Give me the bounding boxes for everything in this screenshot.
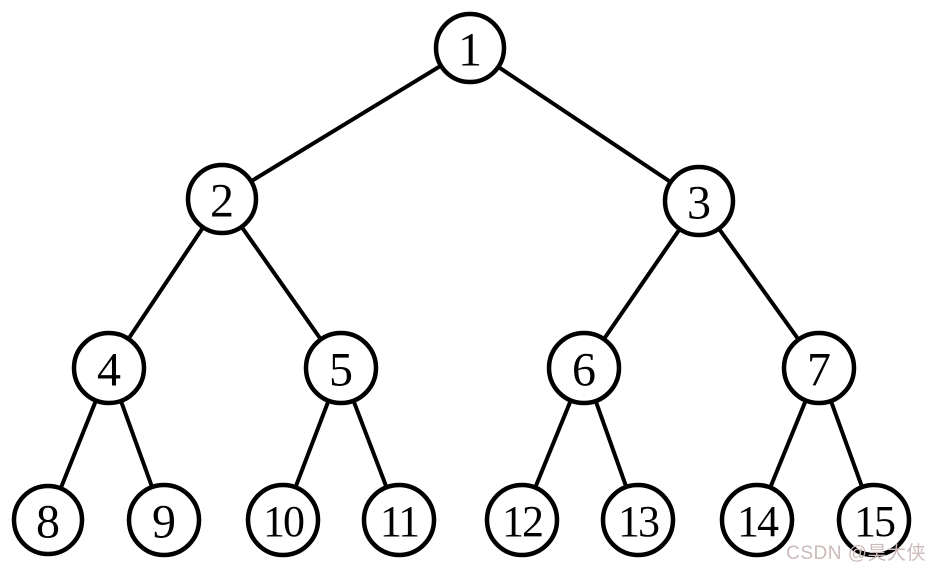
- tree-edge: [468, 46, 701, 203]
- tree-node-label: 2: [210, 174, 234, 227]
- tree-node-label: 1: [458, 23, 482, 76]
- tree-edge: [220, 46, 472, 201]
- tree-node: 9: [126, 482, 202, 558]
- tree-node: 15: [836, 482, 912, 558]
- tree-node-label: 5: [329, 343, 353, 396]
- tree-node-label: 6: [572, 343, 596, 396]
- tree-node-circle: [433, 11, 507, 85]
- tree-node-circle: [11, 483, 85, 557]
- tree-node-label: 3: [687, 176, 711, 229]
- tree-node-circle: [71, 330, 147, 406]
- tree-node: 7: [781, 330, 857, 406]
- tree-node-label: 4: [97, 343, 121, 396]
- tree-node: 4: [71, 330, 147, 406]
- tree-node-label: 13: [618, 497, 659, 546]
- tree-node-circle: [546, 330, 622, 406]
- tree-node-label: 8: [36, 495, 60, 548]
- tree-node: 8: [11, 483, 85, 557]
- tree-node-circle: [484, 482, 560, 558]
- tree-node-circle: [185, 162, 259, 236]
- tree-node-circle: [719, 482, 795, 558]
- tree-node: 12: [484, 482, 560, 558]
- tree-node-label: 11: [380, 497, 418, 546]
- tree-node-circle: [600, 482, 676, 558]
- tree-node-circle: [303, 330, 379, 406]
- tree-node: 10: [245, 482, 321, 558]
- tree-node-circle: [836, 482, 912, 558]
- tree-node-label: 14: [737, 497, 779, 546]
- tree-node-circle: [662, 164, 736, 238]
- tree-node: 3: [662, 164, 736, 238]
- tree-node-circle: [126, 482, 202, 558]
- tree-node-label: 15: [854, 497, 895, 546]
- tree-node: 1: [433, 11, 507, 85]
- tree-node: 11: [361, 482, 437, 558]
- tree-node-circle: [781, 330, 857, 406]
- tree-node-label: 9: [152, 495, 176, 548]
- tree-node: 14: [719, 482, 795, 558]
- tree-node: 2: [185, 162, 259, 236]
- tree-node-label: 10: [263, 497, 304, 546]
- tree-node-label: 7: [807, 343, 831, 396]
- tree-node-circle: [361, 482, 437, 558]
- tree-node-label: 12: [502, 497, 542, 546]
- tree-node-circle: [245, 482, 321, 558]
- tree-node: 13: [600, 482, 676, 558]
- tree-node: 5: [303, 330, 379, 406]
- tree-node: 6: [546, 330, 622, 406]
